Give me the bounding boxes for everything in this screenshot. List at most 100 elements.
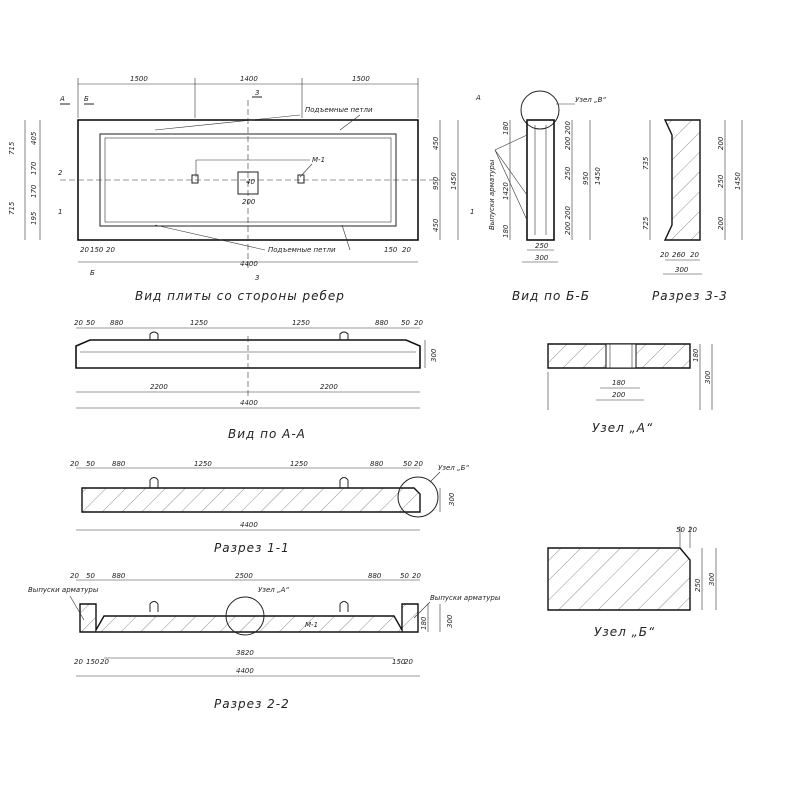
s11-dim-top-7: 50 [403,460,412,468]
plan-dim-left-2: 405 [30,131,38,145]
bb-dim-right-3: 950 [582,171,590,185]
plan-dim-left-6: 715 [8,201,16,215]
plan-dim-right-small-2: 20 [402,246,411,254]
node-b-dim-1: 50 [676,526,685,534]
bb-dim-bottom-1: 250 [535,242,549,250]
plan-center-dim-2: 200 [242,198,256,206]
cut-2-left: 2 [58,169,63,177]
aa-dim-top-1: 20 [74,319,83,327]
s33-dim-bottom-4: 300 [675,266,689,274]
bb-dim-left-3: 180 [502,224,510,238]
s33-dim-bottom-3: 20 [690,251,699,259]
s33-dim-bottom-2: 260 [672,251,686,259]
aa-dim-top-7: 50 [401,319,410,327]
title-plan: Вид плиты со стороны ребер [135,289,345,303]
plan-dim-right-4: 1450 [450,172,458,190]
node-b-dim-4: 300 [708,572,716,586]
section-33: 735 725 200 250 200 1450 20 260 20 300 Р… [642,119,743,303]
s22-dim-top-6: 50 [400,572,409,580]
s22-small-left-1: 20 [74,658,83,666]
s33-dim-right-3: 200 [717,216,725,230]
title-section-22: Разрез 2-2 [214,697,290,711]
s22-dim-top-4: 2500 [235,572,253,580]
s22-dim-top-3: 880 [112,572,126,580]
cut-b-bottom: Б [90,269,95,277]
aa-dim-top-6: 880 [375,319,389,327]
title-view-aa: Вид по А-А [228,427,306,441]
cut-b-top: Б [84,95,89,103]
plan-dim-bottom-small-3: 20 [106,246,115,254]
s33-dim-left-1: 735 [642,156,650,170]
s22-dim-right-2: 300 [446,614,454,628]
aa-dim-height: 300 [430,348,438,362]
s11-dim-top-2: 50 [86,460,95,468]
plan-dim-bottom-small-2: 150 [90,246,104,254]
view-aa: 20 50 880 1250 1250 880 50 20 300 2200 2… [74,319,438,441]
node-a-dim-3: 180 [692,348,700,362]
cut-1-right: 1 [470,208,474,216]
s22-rebar-right: Выпуски арматуры [430,594,501,602]
bb-dim-right-5: 1450 [594,167,602,185]
view-bb: А Узел „В“ Выпуски арматуры 180 1420 180… [475,90,606,303]
s22-dim-top-2: 50 [86,572,95,580]
bb-rebar-out: Выпуски арматуры [488,159,496,230]
s22-mark-m1: М-1 [305,621,318,629]
bb-dim-left-1: 180 [502,121,510,135]
aa-dim-total: 4400 [240,399,258,407]
plan-dim-left-3: 170 [30,161,38,175]
bb-dim-left-2: 1420 [502,182,510,200]
plan-mark-m1: М-1 [312,156,325,164]
bb-dim-bottom-2: 300 [535,254,549,262]
plan-view: 1500 1400 1500 А Б 3 М-1 40 200 Подъемны… [8,75,474,303]
node-a-dim-1: 180 [612,379,626,387]
s11-dim-top-8: 20 [414,460,423,468]
s22-small-right-1: 150 [392,658,406,666]
node-a-dim-4: 300 [704,370,712,384]
s22-dim-right-1: 180 [420,616,428,630]
plan-dim-top-2: 1400 [240,75,258,83]
title-section-11: Разрез 1-1 [214,541,290,555]
title-section-33: Разрез 3-3 [652,289,728,303]
plan-lift-loops-top: Подъемные петли [305,106,373,114]
plan-dim-right-small-1: 150 [384,246,398,254]
s22-small-right-2: 20 [404,658,413,666]
s33-dim-left-2: 725 [642,216,650,230]
aa-dim-top-4: 1250 [190,319,208,327]
plan-dim-bottom-small-1: 20 [80,246,89,254]
section-22: 20 50 880 2500 880 50 20 Узел „А“ М-1 Вы… [28,572,501,711]
aa-dim-top-8: 20 [414,319,423,327]
bb-dim-right-2: 250 [564,166,572,180]
title-node-a: Узел „А“ [592,421,653,435]
aa-dim-top-2: 50 [86,319,95,327]
plan-dim-top-1: 1500 [130,75,148,83]
plan-center-dim-1: 40 [246,178,255,186]
s33-dim-bottom-1: 20 [660,251,669,259]
plan-lift-loops-bottom: Подъемные петли [268,246,336,254]
cut-1-left: 1 [58,208,62,216]
plan-dim-right-3: 450 [432,218,440,232]
s11-dim-top-3: 880 [112,460,126,468]
cut-3-top: 3 [255,89,259,97]
bb-dim-right-4: 200 200 [564,206,572,235]
section-11: 20 50 880 1250 1250 880 50 20 Узел „Б“ 3… [70,460,469,555]
plan-dim-right-2: 950 [432,176,440,190]
plan-dim-top-3: 1500 [352,75,370,83]
s22-dim-top-1: 20 [70,572,79,580]
s22-dim-total: 4400 [236,667,254,675]
cut-a-top: А [59,95,65,103]
s33-dim-right-1: 200 [717,136,725,150]
plan-dim-total: 4400 [240,260,258,268]
bb-cut-a: А [475,94,481,102]
s11-dim-height: 300 [448,492,456,506]
cut-3-bottom: 3 [255,274,259,282]
s11-dim-top-6: 880 [370,460,384,468]
s11-dim-top-1: 20 [70,460,79,468]
s22-dim-top-7: 20 [412,572,421,580]
aa-dim-bottom-1: 2200 [150,383,168,391]
node-b-dim-3: 250 [694,578,702,592]
s22-dim-top-5: 880 [368,572,382,580]
bb-dim-right-1: 200 200 [564,121,572,150]
plan-dim-left-5: 195 [30,211,38,225]
title-view-bb: Вид по Б-Б [512,289,590,303]
aa-dim-top-5: 1250 [292,319,310,327]
